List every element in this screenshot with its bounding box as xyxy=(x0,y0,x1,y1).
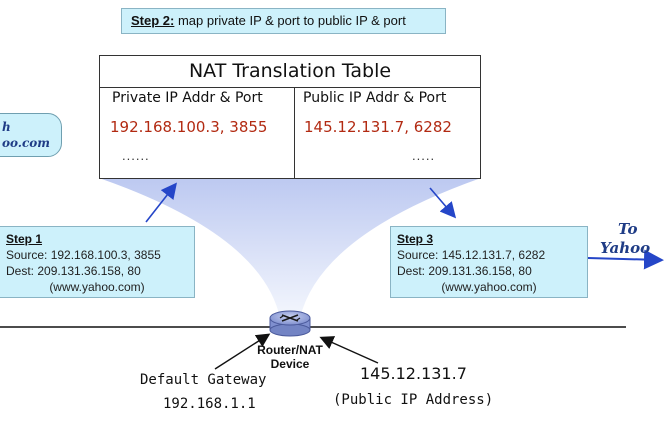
arrow-step1-to-table xyxy=(145,182,177,223)
public-ellipsis: ..... xyxy=(412,148,436,163)
to-yahoo-label: To Yahoo xyxy=(600,220,650,258)
nat-table-column-divider xyxy=(294,87,295,179)
nat-table-divider xyxy=(100,87,480,88)
step3-host: (www.yahoo.com) xyxy=(441,280,537,294)
arrow-gateway-to-router xyxy=(214,333,271,370)
public-ip-label: (Public IP Address) xyxy=(333,392,494,408)
step1-dest: Dest: 209.131.36.158, 80 xyxy=(6,264,141,278)
arrow-to-yahoo xyxy=(587,249,664,270)
default-gateway-ip: 192.168.1.1 xyxy=(163,396,256,412)
step2-label: Step 2: xyxy=(131,13,175,28)
step2-callout: Step 2: map private IP & port to public … xyxy=(121,8,446,34)
to-yahoo-line2: Yahoo xyxy=(600,239,651,257)
public-column-header: Public IP Addr & Port xyxy=(303,90,447,106)
to-yahoo-line1: To xyxy=(618,220,638,238)
router-label-line2: Device xyxy=(270,357,310,371)
host-bubble: h oo.com xyxy=(0,113,62,157)
step2-text: map private IP & port to public IP & por… xyxy=(174,13,406,28)
step1-title: Step 1 xyxy=(6,232,43,246)
private-address-cell: 192.168.100.3, 3855 xyxy=(110,118,268,136)
step3-title: Step 3 xyxy=(397,232,434,246)
private-ellipsis: ...... xyxy=(122,148,150,163)
router-label: Router/NAT Device xyxy=(250,343,330,371)
host-bubble-line2: oo.com xyxy=(2,136,50,150)
router-icon xyxy=(269,310,311,337)
nat-table-title: NAT Translation Table xyxy=(188,60,392,82)
public-address-cell: 145.12.131.7, 6282 xyxy=(304,118,452,136)
host-bubble-line1: h xyxy=(2,120,11,134)
step3-dest: Dest: 209.131.36.158, 80 xyxy=(397,264,532,278)
step3-box: Step 3 Source: 145.12.131.7, 6282 Dest: … xyxy=(390,226,588,298)
private-column-header: Private IP Addr & Port xyxy=(112,90,263,106)
step3-source: Source: 145.12.131.7, 6282 xyxy=(397,248,546,262)
arrow-table-to-step3 xyxy=(429,187,457,219)
arrow-public-ip-to-router xyxy=(319,336,379,364)
translation-beam xyxy=(99,178,481,318)
public-ip-value: 145.12.131.7 xyxy=(360,364,467,383)
nat-translation-table: NAT Translation Table Private IP Addr & … xyxy=(99,55,481,179)
step1-source: Source: 192.168.100.3, 3855 xyxy=(6,248,161,262)
router-label-line1: Router/NAT xyxy=(257,343,323,357)
step1-host: (www.yahoo.com) xyxy=(49,280,145,294)
step1-box: Step 1 Source: 192.168.100.3, 3855 Dest:… xyxy=(0,226,195,298)
default-gateway-label: Default Gateway xyxy=(140,372,267,388)
